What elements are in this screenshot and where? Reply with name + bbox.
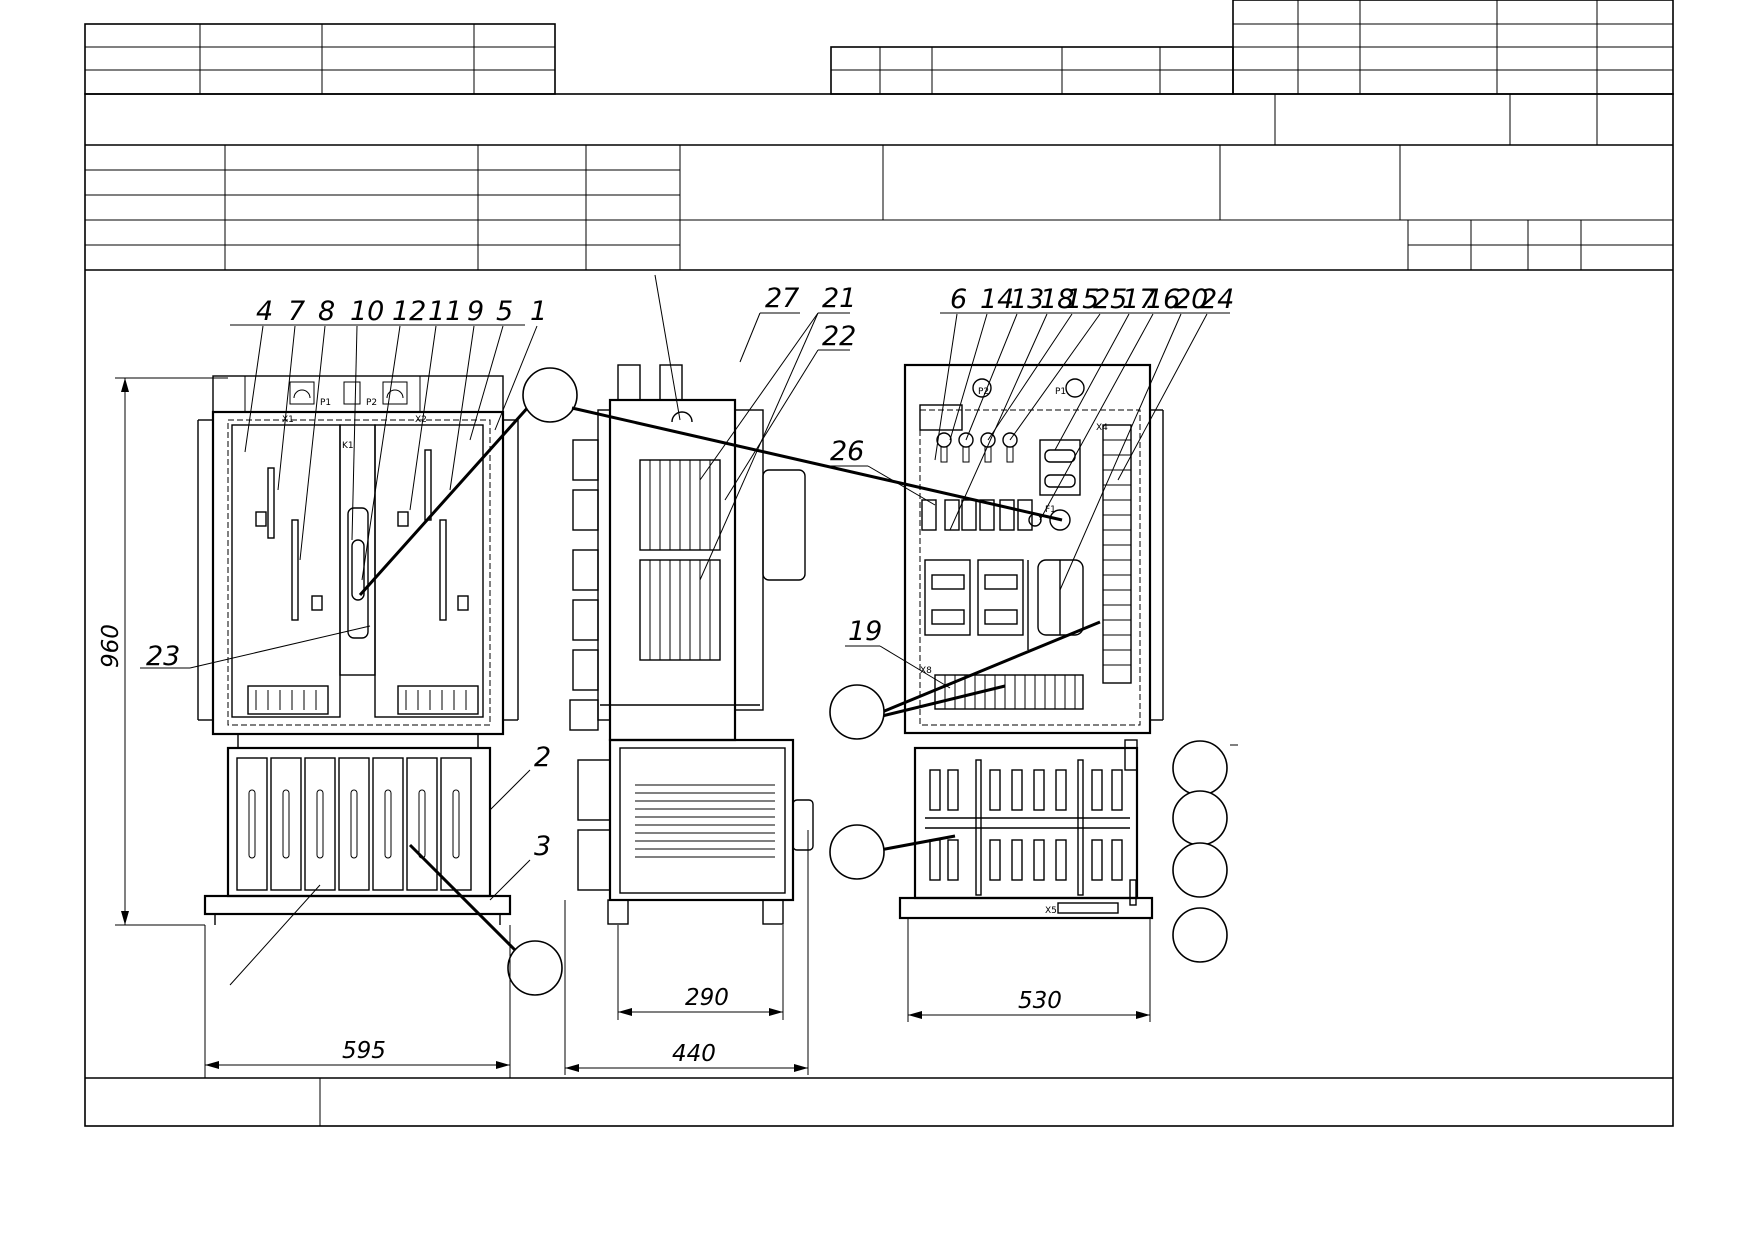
- callout-8: 8: [318, 296, 335, 327]
- callout-27: 27: [765, 283, 799, 314]
- callout-5: 5: [496, 296, 513, 327]
- front-dimensions: 960 595: [98, 377, 511, 1078]
- vent-slots: [635, 784, 775, 858]
- terminal-strip-x8: [944, 675, 1076, 709]
- callout-25: 25: [1093, 284, 1127, 315]
- dim-595: 595: [342, 1038, 386, 1064]
- callout-24: 24: [1200, 284, 1234, 315]
- callout-17: 17: [1122, 284, 1156, 315]
- callout-1: 1: [530, 296, 547, 327]
- mark-p2-front: P2: [366, 398, 377, 408]
- callout-19: 19: [848, 616, 882, 647]
- back-callouts: 6 14 13 18 15 25 17 16 20 24 19: [571, 284, 1238, 963]
- callout-13: 13: [1010, 284, 1044, 315]
- callout-9: 9: [467, 296, 484, 327]
- fuse-holders: [936, 432, 1018, 463]
- callout-12: 12: [392, 296, 426, 327]
- mark-p1-front: P1: [320, 398, 331, 408]
- mark-x8-back: X8: [920, 666, 932, 676]
- side-callouts: 27 21 22 26: [654, 274, 936, 581]
- back-view: P2 P1 F1 X4: [898, 363, 1164, 920]
- callout-21: 21: [822, 283, 856, 314]
- callout-16: 16: [1146, 284, 1180, 315]
- battery-slots-back: [929, 769, 1123, 881]
- callout-10: 10: [350, 296, 384, 327]
- front-view: P1 P2 K1 X1 X2: [197, 375, 519, 925]
- terminal-strip-x4: [1103, 439, 1131, 666]
- dim-440: 440: [672, 1041, 716, 1067]
- mark-p1-back: P1: [1055, 387, 1066, 397]
- callout-14: 14: [980, 284, 1014, 315]
- callout-11: 11: [428, 296, 462, 327]
- mark-x1-front: X1: [282, 415, 294, 425]
- callout-7: 7: [288, 296, 305, 327]
- callout-6: 6: [950, 284, 967, 315]
- dim-960: 960: [98, 624, 124, 668]
- mark-f1-back: F1: [1045, 505, 1056, 515]
- callout-23: 23: [146, 641, 180, 672]
- callout-2: 2: [534, 742, 551, 773]
- callout-3: 3: [534, 831, 551, 862]
- side-view: [569, 364, 814, 925]
- dim-290: 290: [685, 985, 729, 1011]
- mark-x2-front: X2: [415, 415, 427, 425]
- callout-20: 20: [1174, 284, 1208, 315]
- heatsink-fins: [639, 459, 721, 661]
- mark-x5-back: X5: [1045, 906, 1057, 916]
- side-dimensions: 290 440: [564, 830, 809, 1075]
- callout-26: 26: [830, 436, 864, 467]
- callout-15: 15: [1065, 284, 1099, 315]
- callout-18: 18: [1040, 284, 1074, 315]
- mark-x4-back: X4: [1096, 423, 1108, 433]
- mark-p2-back: P2: [978, 387, 989, 397]
- mark-k1-front: K1: [342, 441, 354, 451]
- back-dimensions: 530: [907, 918, 1151, 1022]
- dim-530: 530: [1018, 988, 1062, 1014]
- callout-4: 4: [256, 296, 273, 327]
- header-table: [84, 0, 1674, 1127]
- callout-22: 22: [822, 321, 856, 352]
- front-callouts: 4 7 8 10 12 11 9 5 1 23 2 3: [140, 296, 578, 996]
